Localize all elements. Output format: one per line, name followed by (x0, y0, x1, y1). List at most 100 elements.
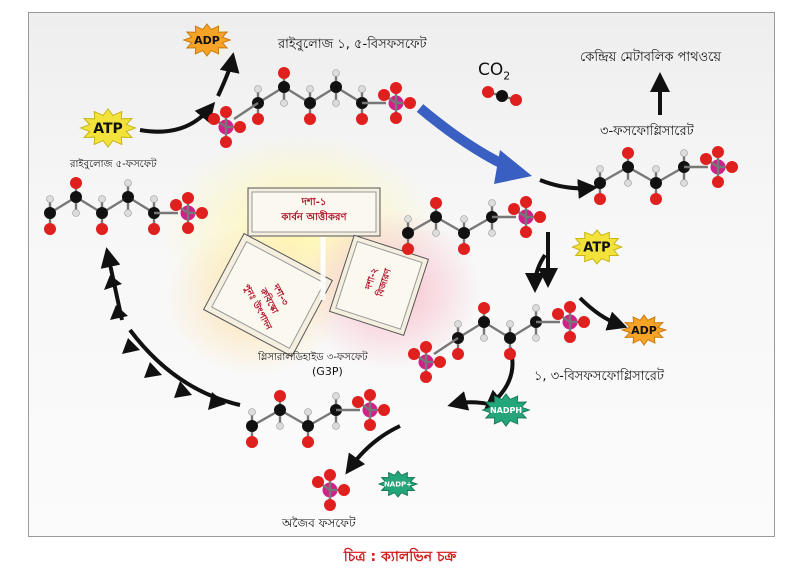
atom-o (478, 302, 490, 314)
atom-o (420, 341, 432, 353)
atom-o (356, 113, 368, 125)
atom-o (170, 199, 182, 211)
atom-o (338, 484, 350, 496)
central-pathway-label: কেন্দ্রিয় মেটাবলিক পাথওয়ে (580, 50, 722, 65)
atom-o (520, 196, 532, 208)
atom-h (306, 85, 314, 93)
atom-h (680, 149, 688, 157)
g3p-molecule (246, 389, 390, 448)
atom-h (432, 229, 440, 237)
atom-h (332, 392, 340, 400)
atom-c (496, 90, 508, 102)
atom-o (420, 371, 432, 383)
atom-o (364, 389, 376, 401)
atom-h (46, 195, 54, 203)
atom-o (430, 197, 442, 209)
atom-h (332, 69, 340, 77)
atom-o (564, 331, 576, 343)
ribulose-bisphosphate-molecule (208, 67, 416, 148)
atom-h (404, 215, 412, 223)
atom-h (280, 99, 288, 107)
atom-c (458, 227, 470, 239)
co2-text: CO (478, 60, 504, 80)
badge-text: ADP (631, 324, 657, 337)
badge-text: ATP (93, 121, 123, 137)
intermediate-molecule (402, 196, 546, 255)
co2-subscript: 2 (503, 69, 511, 83)
atom-c (274, 404, 286, 416)
atom-c (330, 81, 342, 93)
stage1-subtitle: কার্বন আত্তীকরণ (281, 212, 347, 223)
3-phosphoglycerate-molecule (594, 146, 738, 205)
g3p-label: গ্লিসারালডিহাইড ৩-ফসফেট (258, 352, 368, 363)
atom-o (246, 436, 258, 448)
badge-nadph: NADPH (481, 393, 531, 427)
atom-o (44, 223, 56, 235)
g3p-abbreviation: (G3P) (312, 365, 343, 378)
atom-o (378, 404, 390, 416)
atom-o (712, 146, 724, 158)
atom-c (594, 177, 606, 189)
atom-h (332, 99, 340, 107)
atom-c (122, 191, 134, 203)
starburst-icon (182, 23, 232, 57)
atom-o (70, 177, 82, 189)
co2-label: CO2 (478, 60, 510, 82)
atom-o (274, 390, 286, 402)
atom-o (404, 97, 416, 109)
co2-arrow-head (494, 150, 532, 184)
3-phosphoglycerate-label: ৩-ফসফোগ্লিসারেট (600, 124, 694, 139)
atom-o (510, 94, 522, 106)
stage1-box (247, 187, 381, 237)
figure-caption: চিত্র : ক্যালভিন চক্র (343, 549, 457, 565)
atom-o (408, 348, 420, 360)
atom-h (680, 179, 688, 187)
atom-c (44, 207, 56, 219)
atom-c (96, 207, 108, 219)
badge-text: ATP (583, 241, 610, 256)
13-bisphosphoglycerate-molecule (408, 301, 590, 383)
atom-c (650, 177, 662, 189)
atom-c (622, 161, 634, 173)
atom-h (358, 85, 366, 93)
badge-nadp: NADP+ (377, 470, 419, 498)
atom-o (96, 223, 108, 235)
atom-c (304, 97, 316, 109)
atom-c (430, 211, 442, 223)
atom-o (278, 67, 290, 79)
atom-h (248, 408, 256, 416)
atom-c (402, 227, 414, 239)
atom-o (402, 243, 414, 255)
atom-h (124, 179, 132, 187)
starburst-icon (377, 470, 419, 498)
atom-h (532, 304, 540, 312)
stage1-text: দশা-১ কার্বন আত্তীকরণ (252, 195, 376, 225)
center-glow (160, 135, 480, 375)
atom-o (650, 193, 662, 205)
atom-h (596, 165, 604, 173)
inorganic-phosphate-label: অজৈব ফসফেট (282, 516, 356, 530)
atom-h (304, 408, 312, 416)
atom-o (534, 211, 546, 223)
atom-o (578, 316, 590, 328)
atom-o (482, 86, 494, 98)
starburst-icon (79, 108, 138, 148)
atom-c (302, 420, 314, 432)
atom-h (488, 229, 496, 237)
atom-o (378, 89, 390, 101)
badge-adp-top: ADP (182, 23, 232, 57)
atom-o (148, 223, 160, 235)
atom-o (594, 193, 606, 205)
ribulose-5-phosphate-label: রাইবুলোজ ৫-ফসফেট (70, 159, 157, 170)
atom-o (390, 82, 402, 94)
atom-o (458, 243, 470, 255)
atom-h (124, 209, 132, 217)
atom-o (390, 112, 402, 124)
atom-o (220, 106, 232, 118)
atom-c (70, 191, 82, 203)
atom-h (98, 195, 106, 203)
atom-h (624, 179, 632, 187)
atom-h (506, 320, 514, 328)
inorganic-phosphate-molecule (312, 469, 350, 511)
